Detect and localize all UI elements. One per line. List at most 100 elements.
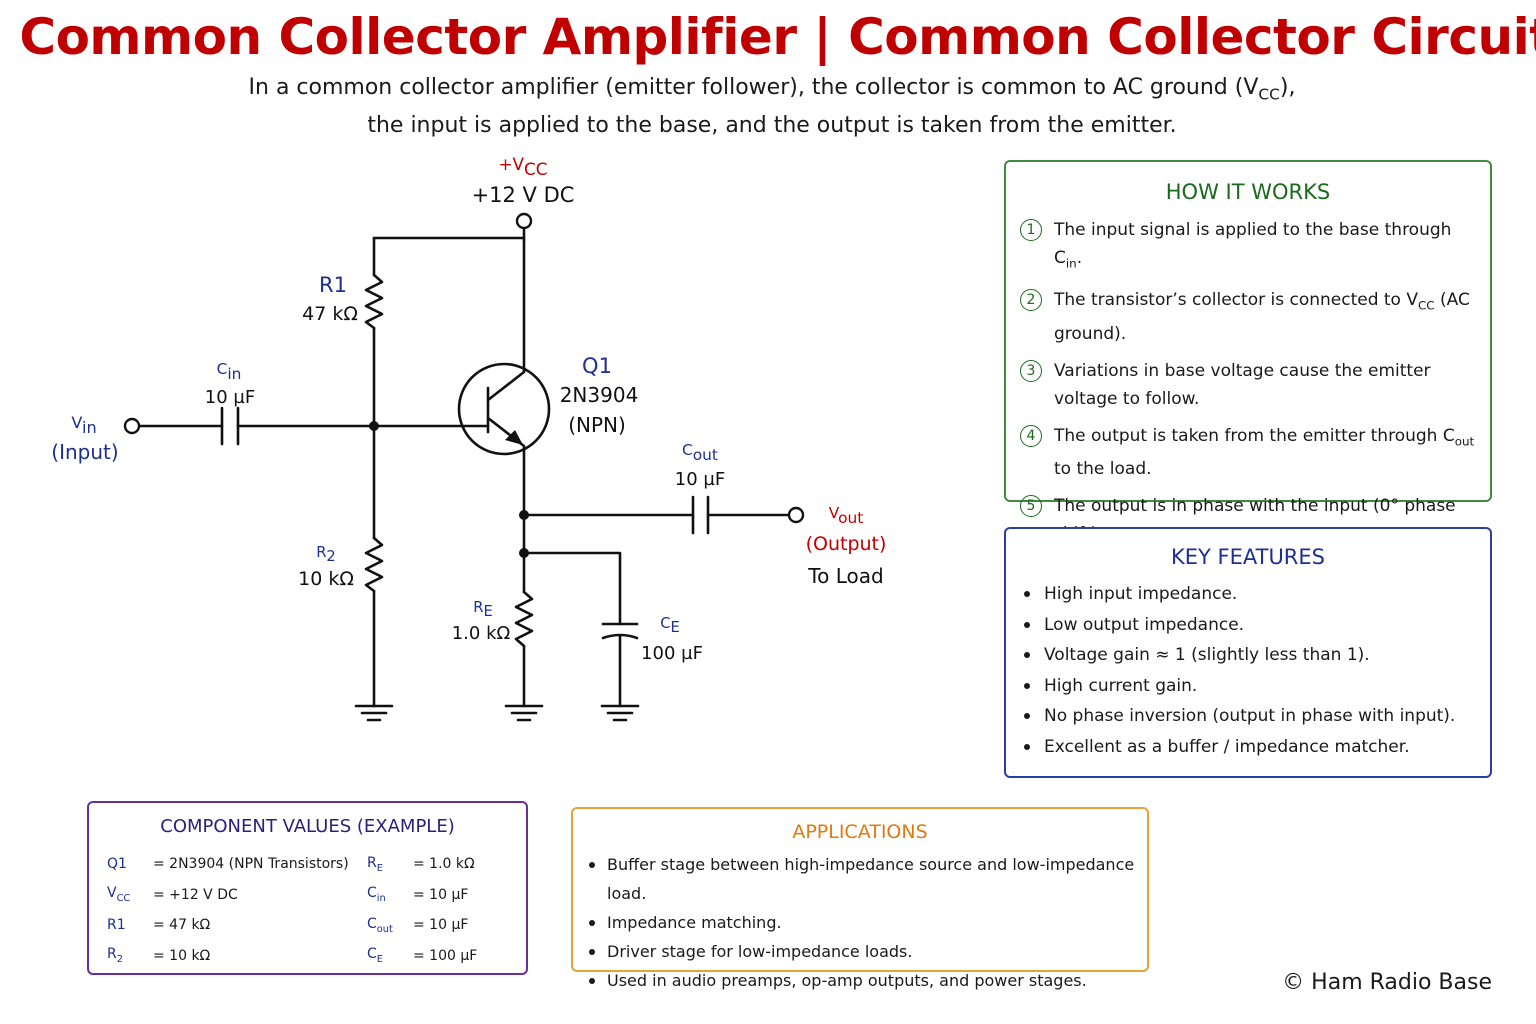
vout-to-load: To Load (807, 564, 883, 588)
step-text: The transistor’s collector is connected … (1054, 290, 1418, 311)
vcc-value: +12 V DC (472, 183, 575, 207)
component-symbol-text: C (367, 915, 377, 932)
vin-label: Vin (71, 413, 96, 437)
component-symbol-text: C (367, 946, 377, 963)
component-value: = 10 kΩ (153, 947, 211, 964)
key-feature-item: Low output impedance. (1024, 610, 1490, 641)
step-text: The input signal is applied to the base … (1054, 220, 1452, 268)
applications-panel: APPLICATIONS Buffer stage between high-i… (571, 807, 1149, 990)
key-feature-item: Excellent as a buffer / impedance matche… (1024, 732, 1490, 763)
transistor-q1-collector (486, 238, 526, 402)
resistor-r1 (364, 273, 384, 330)
r2-label: R2 (316, 544, 336, 565)
terminal-vcc (515, 212, 533, 230)
key-features-list: High input impedance.Low output impedanc… (1006, 579, 1490, 762)
key-features-heading: KEY FEATURES (1170, 545, 1325, 569)
step-text-tail: . (1076, 248, 1083, 268)
step-text-tail: to the load. (1054, 459, 1152, 480)
how-it-works-item: 3 Variations in base voltage cause the em… (1020, 357, 1484, 413)
how-it-works-item: 2 The transistor’s collector is connected… (1020, 286, 1484, 347)
transistor-q1-emitter (486, 416, 526, 517)
circuit-schematic: +VCC +12 V DC R1 47 kΩ Cin 10 µF Vin (In… (51, 154, 886, 722)
re-label: RE (473, 599, 493, 620)
r1-label: R1 (319, 273, 347, 297)
ground-r2 (354, 704, 394, 722)
cout-value: 10 µF (675, 469, 725, 490)
page-title: Common Collector Amplifier | Common Coll… (19, 8, 1536, 66)
page-subtitle: In a common collector amplifier (emitter… (0, 72, 1536, 142)
transistor-q1-body (457, 362, 551, 456)
component-values-heading: COMPONENT VALUES (EXAMPLE) (160, 816, 455, 837)
component-value: = 1.0 kΩ (413, 856, 475, 873)
component-row: VCC= +12 V DC Cin= 10 µF (107, 880, 477, 911)
component-value: = 100 µF (413, 947, 478, 964)
ground-ce (600, 704, 640, 722)
capacitor-cin (220, 406, 240, 446)
component-symbol-text: R (367, 854, 377, 871)
step-text-subscript: out (1454, 434, 1475, 449)
r2-value: 10 kΩ (298, 568, 354, 590)
terminal-vout (787, 506, 805, 524)
step-number-icon: 5 (1020, 495, 1042, 518)
step-number-icon: 2 (1020, 289, 1042, 312)
how-it-works-list: 1 The input signal is applied to the base… (1006, 216, 1490, 548)
component-symbol: Cout (367, 910, 413, 941)
component-value: = +12 V DC (153, 886, 238, 903)
component-symbol-text: Q1 (107, 856, 127, 873)
step-number-icon: 3 (1020, 359, 1042, 382)
vin-sub: (Input) (51, 440, 118, 464)
step-text: The output is taken from the emitter thr… (1054, 425, 1455, 446)
resistor-r2 (364, 536, 384, 593)
application-item: Impedance matching. (589, 908, 1147, 937)
component-symbol-text: V (107, 885, 117, 902)
wire-ce (522, 551, 622, 708)
vcc-label: +VCC (499, 154, 548, 179)
component-symbol-text: R (107, 946, 117, 963)
component-symbol: Q1 (107, 849, 153, 880)
r1-value: 47 kΩ (302, 303, 358, 325)
terminal-vin (123, 417, 141, 435)
cout-label: Cout (682, 441, 718, 464)
capacitor-ce-plate-bottom (601, 633, 639, 640)
junction-emitter (519, 510, 529, 520)
ce-label: CE (660, 615, 680, 636)
key-feature-item: High current gain. (1024, 671, 1490, 702)
transistor-q1-emitter-arrow (505, 430, 523, 445)
ce-value: 100 µF (641, 643, 703, 664)
key-features-panel: KEY FEATURES High input impedance.Low ou… (1004, 527, 1492, 778)
component-symbol-sub: 2 (116, 954, 123, 966)
step-number-icon: 1 (1020, 219, 1042, 241)
component-symbol-sub: out (376, 923, 393, 935)
component-value: = 10 µF (413, 886, 469, 903)
component-symbol: CE (367, 941, 413, 972)
applications-list: Buffer stage between high-impedance sour… (573, 850, 1147, 995)
component-values-panel: COMPONENT VALUES (EXAMPLE) Q1= 2N3904 (N… (87, 801, 528, 975)
step-text: Variations in base voltage cause the emi… (1054, 360, 1431, 409)
component-symbol-sub: E (376, 954, 383, 966)
q1-part: 2N3904 (560, 383, 639, 407)
ground-re (504, 704, 544, 722)
key-feature-item: No phase inversion (output in phase with… (1024, 701, 1490, 732)
component-symbol: RE (367, 849, 413, 880)
component-symbol: R2 (107, 941, 153, 972)
key-feature-item: High input impedance. (1024, 579, 1490, 610)
cin-value: 10 µF (205, 387, 255, 408)
vout-label: Vout (829, 504, 864, 527)
component-symbol-text: C (367, 885, 377, 902)
resistor-re (514, 590, 534, 648)
component-symbol: Cin (367, 880, 413, 911)
component-symbol-sub: E (376, 862, 383, 874)
step-number-icon: 4 (1020, 424, 1042, 447)
application-item: Used in audio preamps, op-amp outputs, a… (589, 966, 1147, 995)
subtitle-line-1: In a common collector amplifier (emitter… (248, 75, 1296, 104)
capacitor-cout (691, 495, 710, 535)
how-it-works-item: 1 The input signal is applied to the base… (1020, 216, 1484, 277)
component-value: = 10 µF (413, 917, 469, 934)
applications-heading: APPLICATIONS (792, 821, 928, 843)
wire-vcc-rail (372, 226, 526, 242)
component-symbol: VCC (107, 880, 153, 911)
